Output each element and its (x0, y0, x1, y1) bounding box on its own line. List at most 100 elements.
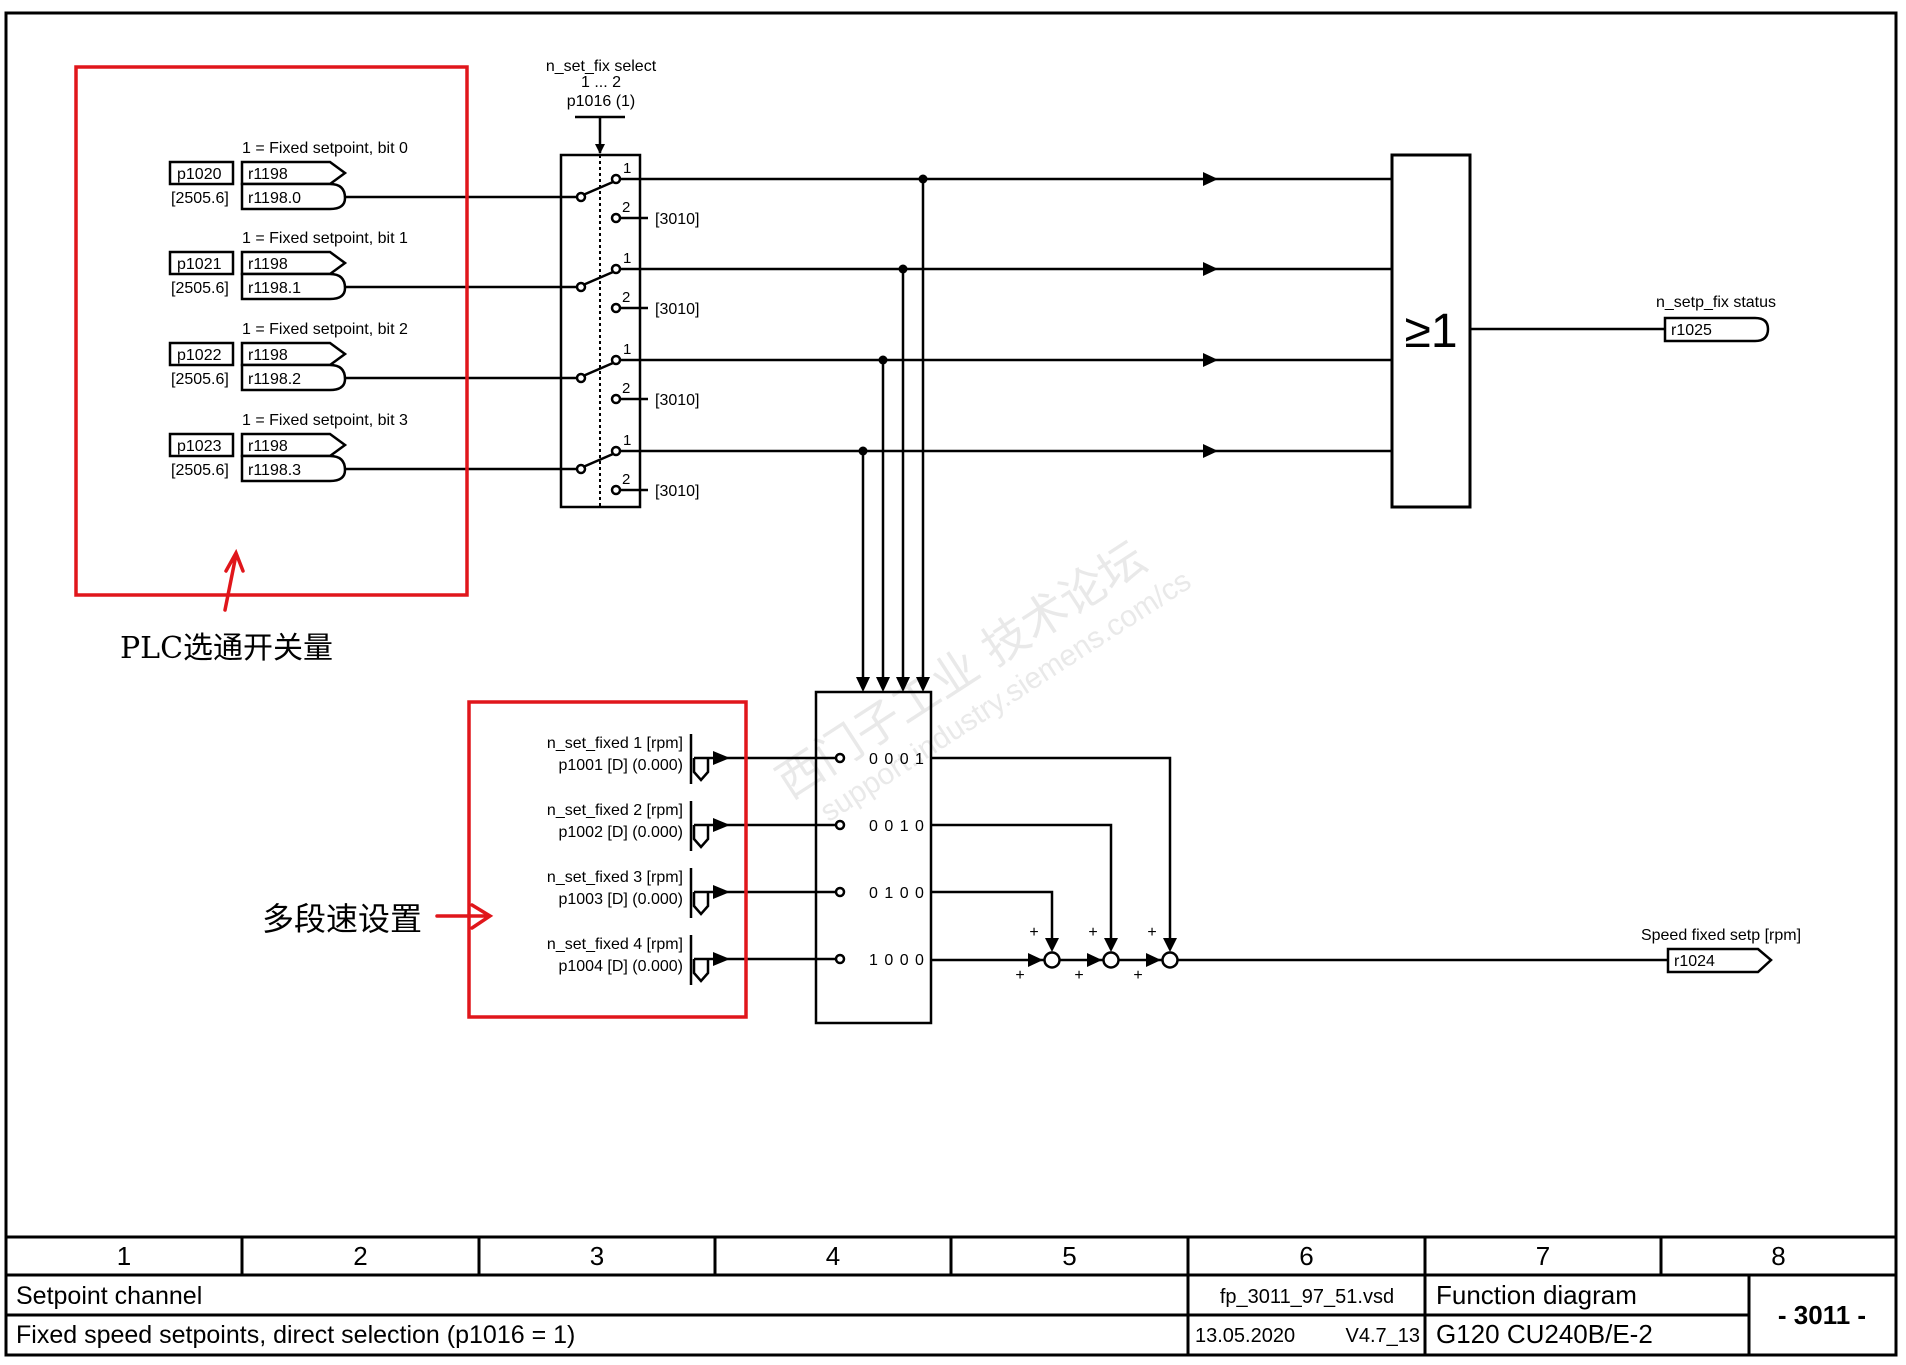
footer-device: G120 CU240B/E-2 (1436, 1319, 1653, 1349)
plus-sign: + (1147, 924, 1156, 941)
bit-input-row: 1 = Fixed setpoint, bit 2 p1022 [2505.6] r1… (168, 321, 1392, 692)
decoder-block (814, 690, 933, 1025)
down-arrow (896, 677, 910, 692)
page-frame (4, 11, 1898, 1357)
fixed-setpoint-name: n_set_fixed 3 [rpm] (547, 869, 683, 886)
switch-pos-2: 2 (622, 289, 630, 306)
bit-label: 1 = Fixed setpoint, bit 0 (242, 140, 408, 157)
param-box[interactable] (168, 341, 235, 367)
footer-title: Fixed speed setpoints, direct selection … (16, 1321, 575, 1349)
selector-name: n_set_fix select (546, 58, 657, 75)
plus-sign: + (1074, 967, 1083, 984)
source-bit-id: r1198.2 (248, 371, 301, 388)
plus-sign: + (1088, 924, 1097, 941)
fixed-setpoint-row: n_set_fixed 1 [rpm] p1001 [D] (0.000) 0 0 … (547, 734, 925, 784)
plus-sign: + (1133, 967, 1142, 984)
summing-junction (1102, 951, 1120, 969)
parameter-icon (692, 959, 710, 983)
param-box[interactable] (168, 250, 235, 276)
switch-pos-2: 2 (622, 471, 630, 488)
down-arrow (856, 677, 870, 692)
multispeed-annotation-arrow (435, 903, 494, 930)
plus-sign: + (1015, 967, 1024, 984)
switch-pos-1: 1 (623, 250, 631, 267)
param-id[interactable]: p1021 (177, 256, 222, 273)
fixed-setpoint-param[interactable]: p1001 [D] (0.000) (558, 757, 683, 774)
fixed-setpoint-param[interactable]: p1003 [D] (0.000) (558, 891, 683, 908)
switch-pos-2: 2 (622, 199, 630, 216)
selection-code: 0 1 0 0 (869, 885, 925, 902)
selector-range: 1 ... 2 (581, 74, 621, 91)
switch-lever (582, 361, 614, 378)
fixed-setpoint-row: n_set_fixed 2 [rpm] p1002 [D] (0.000) 0 0 … (547, 801, 925, 851)
speed-output-label: Speed fixed setp [rpm] (1641, 927, 1801, 944)
fixed-setpoint-name: n_set_fixed 2 [rpm] (547, 802, 683, 819)
fixed-setpoint-name: n_set_fixed 4 [rpm] (547, 936, 683, 953)
source-connector (240, 250, 348, 276)
source-id: r1198 (248, 347, 288, 364)
selection-code: 0 0 0 1 (869, 751, 925, 768)
param-box[interactable] (168, 432, 235, 458)
footer-column-number: 1 (117, 1241, 131, 1271)
default-ref: [2505.6] (171, 280, 229, 297)
bit-label: 1 = Fixed setpoint, bit 2 (242, 321, 408, 338)
down-arrow (876, 677, 890, 692)
switch-lever (582, 270, 614, 287)
source-bit-id: r1198.3 (248, 462, 301, 479)
source-bit-id: r1198.0 (248, 190, 301, 207)
fixed-setpoint-name: n_set_fixed 1 [rpm] (547, 735, 683, 752)
selector-param: p1016 (1) (567, 93, 636, 110)
selection-code: 0 0 1 0 (869, 818, 925, 835)
switch-pos-1: 1 (623, 341, 631, 358)
source-id: r1198 (248, 256, 288, 273)
source-id: r1198 (248, 438, 288, 455)
fixed-setpoint-row: n_set_fixed 3 [rpm] p1003 [D] (0.000) 0 1 … (547, 868, 925, 918)
bit-input-row: 1 = Fixed setpoint, bit 0 p1020 [2505.6] r1… (168, 140, 1392, 692)
alt-ref[interactable]: [3010] (655, 392, 699, 409)
param-id[interactable]: p1020 (177, 166, 222, 183)
flow-arrow (1203, 444, 1218, 458)
footer-column-number: 6 (1299, 1241, 1313, 1271)
default-ref: [2505.6] (171, 462, 229, 479)
switch-lever (582, 452, 614, 469)
fixed-setpoint-param[interactable]: p1002 [D] (0.000) (558, 824, 683, 841)
down-arrow (1104, 938, 1118, 952)
speed-output-param: r1024 (1674, 953, 1715, 970)
down-arrow (916, 677, 930, 692)
switch-pos-1: 1 (623, 160, 631, 177)
multispeed-annotation-label: 多段速设置 (262, 900, 422, 938)
alt-ref[interactable]: [3010] (655, 301, 699, 318)
selection-code: 1 0 0 0 (869, 952, 925, 969)
footer-section: Setpoint channel (16, 1282, 202, 1310)
source-id: r1198 (248, 166, 288, 183)
param-id[interactable]: p1023 (177, 438, 222, 455)
default-ref: [2505.6] (171, 190, 229, 207)
switch-lever (582, 180, 614, 197)
status-output-param: r1025 (1671, 322, 1712, 339)
source-bit-id: r1198.1 (248, 280, 301, 297)
bit-label: 1 = Fixed setpoint, bit 1 (242, 230, 408, 247)
alt-ref[interactable]: [3010] (655, 483, 699, 500)
or-gate-symbol: ≥1 (1404, 305, 1457, 358)
footer-column-number: 2 (353, 1241, 367, 1271)
param-box[interactable] (168, 160, 235, 186)
footer-date: 13.05.2020 (1195, 1325, 1295, 1347)
param-id[interactable]: p1022 (177, 347, 222, 364)
bit-input-row: 1 = Fixed setpoint, bit 1 p1021 [2505.6] r1… (168, 230, 1392, 692)
default-ref: [2505.6] (171, 371, 229, 388)
source-connector (240, 341, 348, 367)
footer-file: fp_3011_97_51.vsd (1220, 1286, 1394, 1308)
parameter-icon (692, 825, 710, 849)
watermark: 西门子工业 技术论坛 support.industry.siemens.com/… (767, 530, 1197, 828)
bit-label: 1 = Fixed setpoint, bit 3 (242, 412, 408, 429)
down-arrow (1163, 938, 1177, 952)
flow-arrow (1203, 172, 1218, 186)
alt-ref[interactable]: [3010] (655, 211, 699, 228)
switch-pos-1: 1 (623, 432, 631, 449)
parameter-icon (692, 758, 710, 782)
bit-input-row: 1 = Fixed setpoint, bit 3 p1023 [2505.6] r1… (168, 412, 1392, 692)
fixed-setpoint-param[interactable]: p1004 [D] (0.000) (558, 958, 683, 975)
source-connector (240, 160, 348, 186)
flow-arrow (1203, 353, 1218, 367)
